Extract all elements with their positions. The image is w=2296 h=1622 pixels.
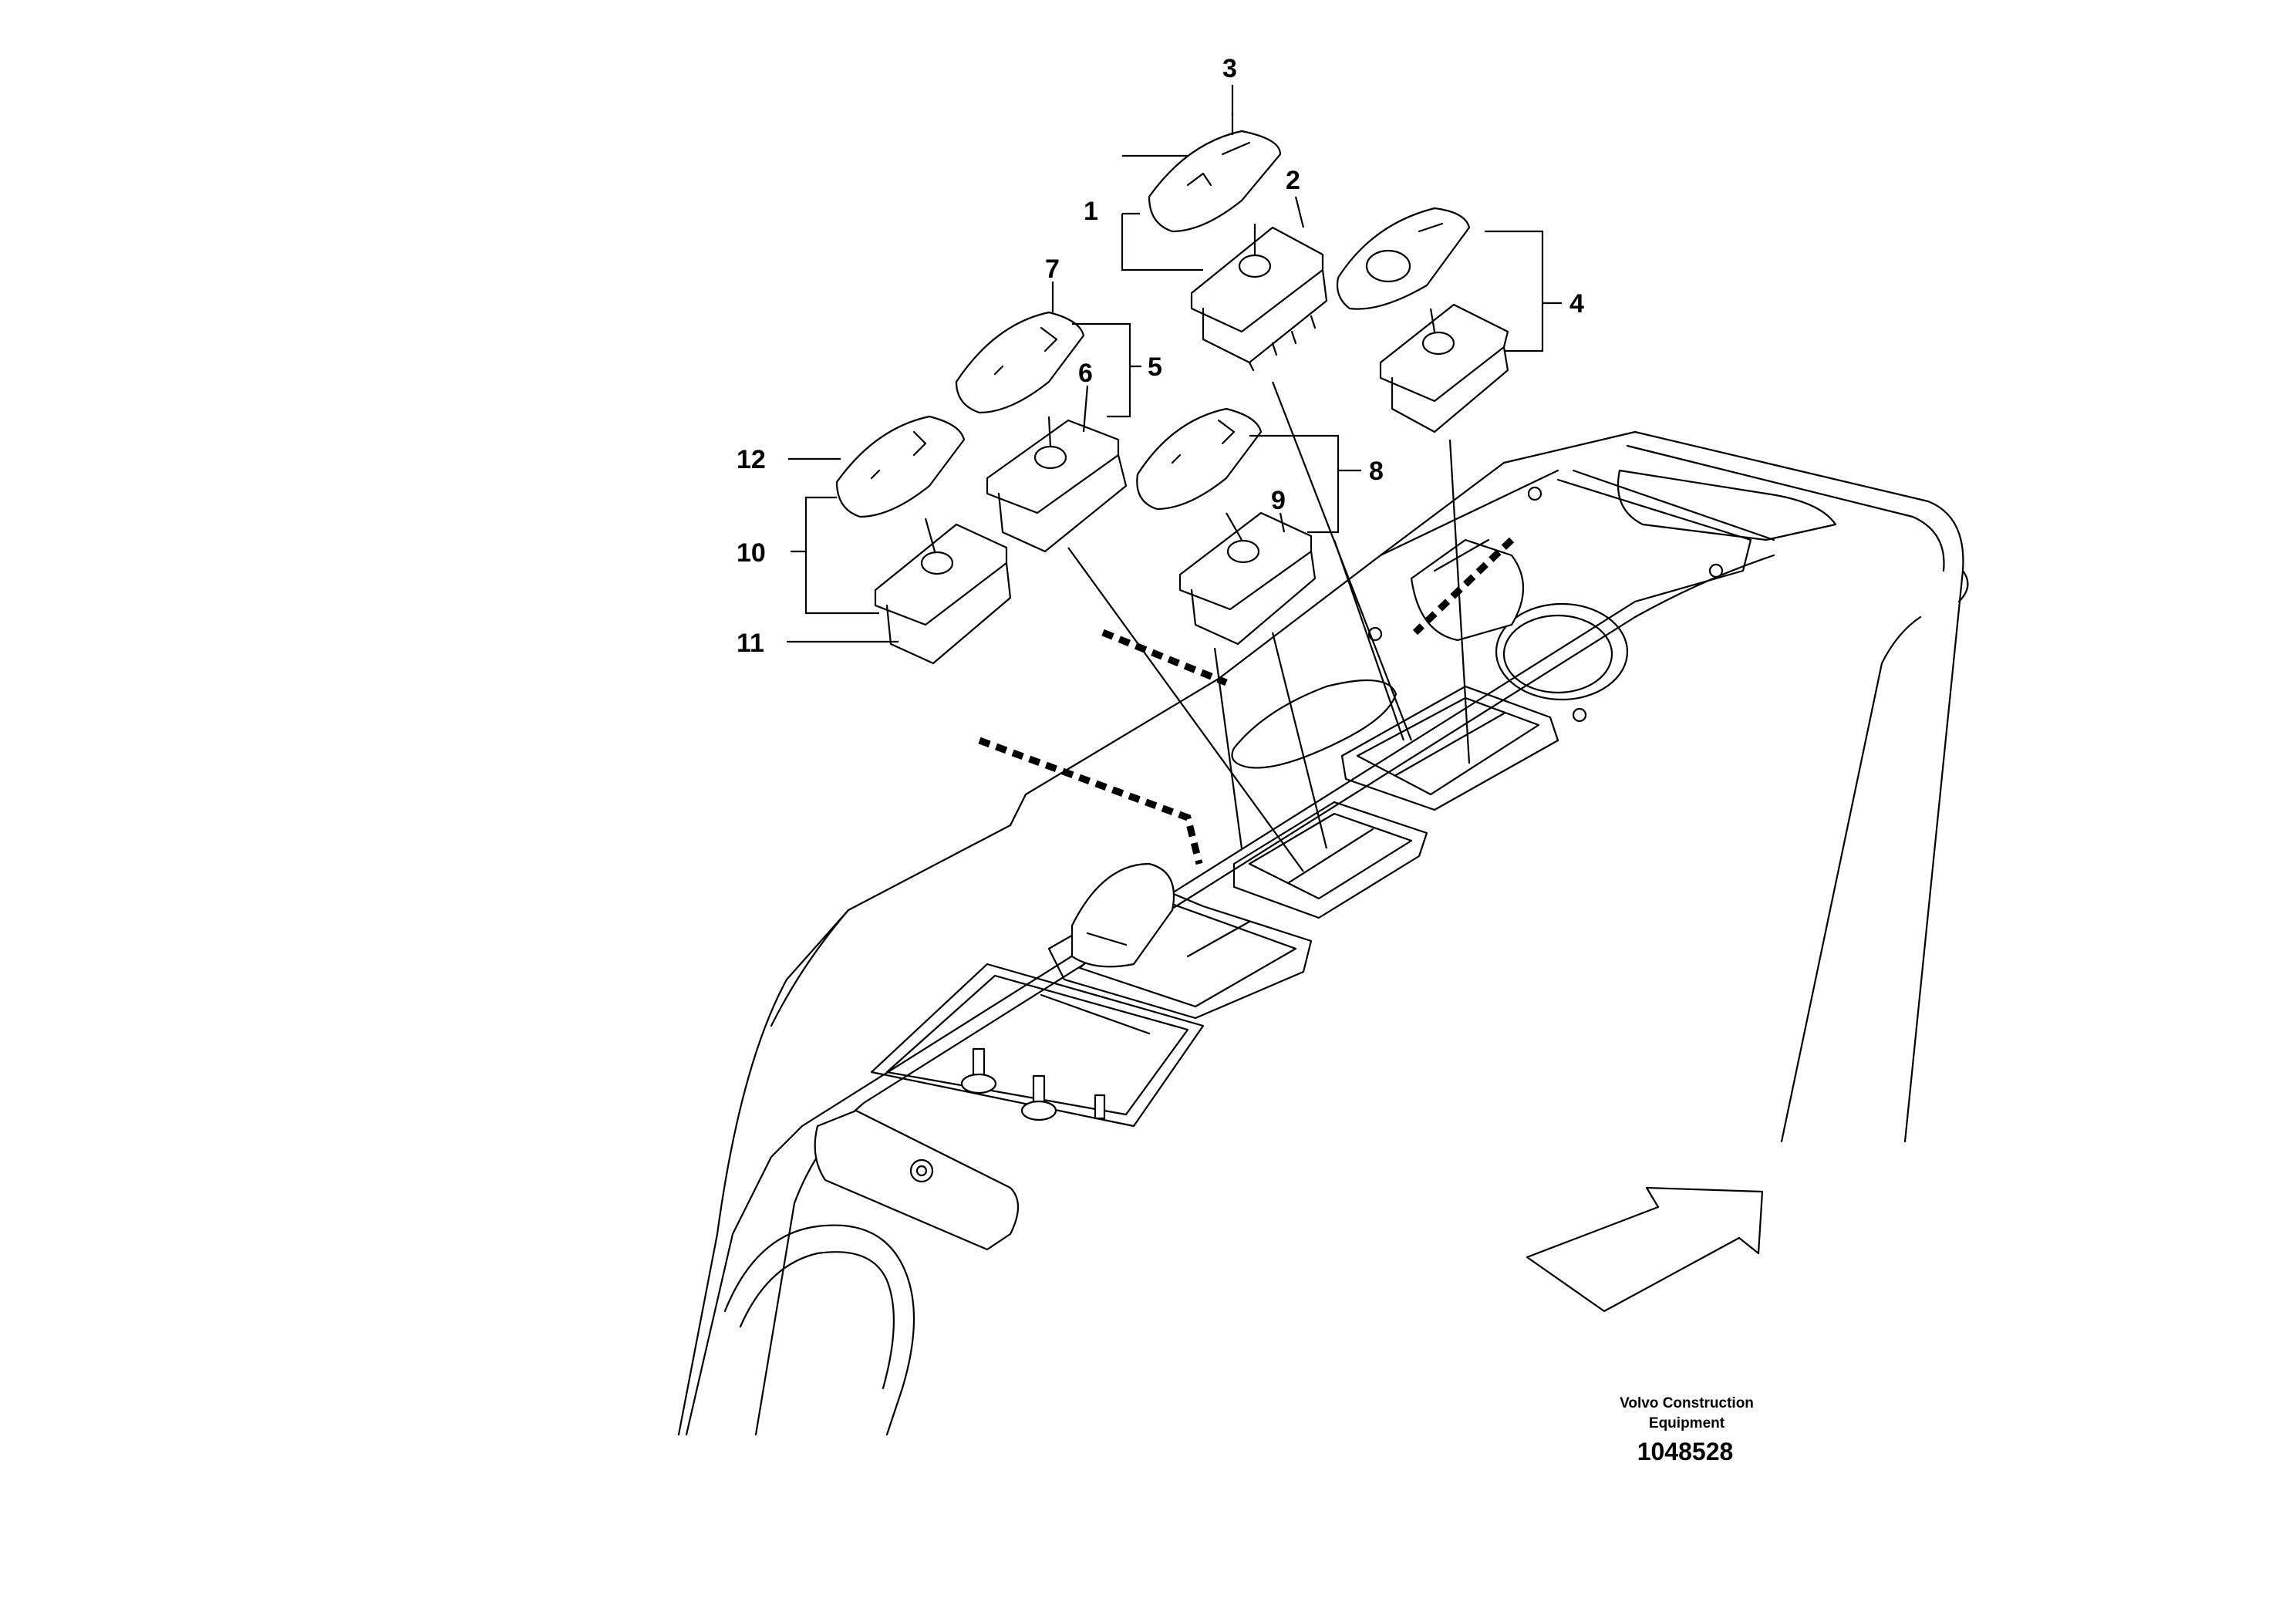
console-body	[677, 430, 1969, 1436]
hidden-leader-lines	[978, 537, 1515, 865]
drawing-info: Volvo Construction Equipment 1048528	[1620, 1395, 1754, 1465]
bracket-8	[1249, 434, 1361, 534]
bracket-4	[1485, 230, 1562, 352]
bracket-1	[1121, 154, 1203, 271]
brand-line-1: Volvo Construction	[1620, 1395, 1754, 1411]
part-number: 1048528	[1637, 1438, 1734, 1465]
switch-base-9	[1178, 511, 1317, 646]
rocker-cap-3	[1148, 130, 1282, 233]
switch-base-10	[874, 523, 1012, 665]
switch-base-6	[986, 419, 1128, 553]
callout-8: 8	[1369, 457, 1384, 486]
rocker-cap-4	[1336, 207, 1471, 310]
switch-base-2	[1190, 226, 1328, 372]
brand-line-2: Equipment	[1649, 1415, 1725, 1431]
leader-2	[1294, 196, 1305, 228]
bracket-5	[1072, 322, 1141, 418]
callout-10: 10	[737, 538, 766, 568]
arrow-icon	[1526, 1186, 1764, 1313]
switch-base-4	[1379, 303, 1509, 433]
callout-6: 6	[1078, 359, 1093, 388]
leader-9	[1279, 512, 1286, 533]
rocker-cap-8	[1136, 407, 1263, 511]
callout-11: 11	[737, 629, 764, 658]
rocker-cap-7	[955, 311, 1085, 414]
callout-12: 12	[737, 445, 766, 474]
rocker-cap-12	[835, 415, 966, 518]
callout-7: 7	[1045, 255, 1060, 284]
bracket-10	[791, 496, 879, 615]
callout-labels: 1 2 3 4 5 6 7 8 9 10 11 12	[737, 54, 1584, 658]
callout-9: 9	[1271, 486, 1286, 515]
callout-5: 5	[1148, 352, 1162, 382]
callout-3: 3	[1222, 54, 1237, 83]
callout-4: 4	[1569, 289, 1584, 319]
leader-6	[1082, 385, 1089, 433]
callout-1: 1	[1084, 197, 1098, 226]
callout-2: 2	[1286, 166, 1300, 195]
console-top-panel	[870, 469, 1837, 1128]
